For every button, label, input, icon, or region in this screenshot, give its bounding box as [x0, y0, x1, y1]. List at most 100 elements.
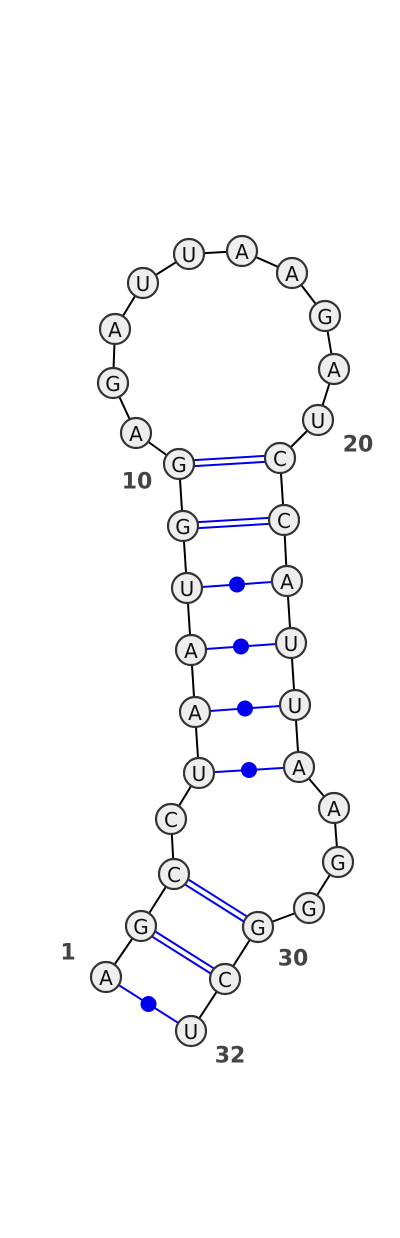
pair-line [197, 516, 269, 524]
nucleotide: C [157, 857, 191, 891]
nucleotide-circle [241, 910, 275, 944]
position-number: 10 [122, 470, 153, 495]
nucleotide-letter: G [175, 515, 191, 539]
pair-line [184, 883, 245, 923]
nucleotide: A [275, 256, 309, 290]
nucleotide-circle [263, 441, 297, 475]
gu-pair-dot [241, 762, 257, 778]
nucleotide: G [124, 909, 158, 943]
nucleotide: G [166, 509, 200, 543]
nucleotide-letter: G [317, 305, 333, 329]
nucleotide-letter: G [105, 372, 121, 396]
pair-line [154, 930, 215, 970]
nucleotide-circle [317, 791, 351, 825]
nucleotide-circle [292, 891, 326, 925]
nucleotide: U [278, 688, 312, 722]
nucleotide: A [225, 234, 259, 268]
pair-line [187, 878, 248, 918]
gu-pair-dot [233, 638, 249, 655]
nucleotide-circle [308, 299, 342, 333]
position-number: 30 [278, 947, 309, 972]
nucleotide-letter: A [129, 422, 143, 446]
nucleotide-circle [274, 626, 308, 660]
nucleotide-letter: A [99, 966, 113, 990]
nucleotide: G [292, 891, 326, 925]
nucleotide-circle [172, 237, 206, 271]
nucleotide-letter: A [327, 358, 341, 382]
position-number: 32 [215, 1044, 246, 1069]
gu-pair-dot [229, 576, 245, 593]
nucleotide: A [317, 352, 351, 386]
nucleotide: G [308, 299, 342, 333]
nucleotide-circle [275, 256, 309, 290]
nucleotide-letter: U [192, 762, 207, 786]
nucleotide: A [317, 791, 351, 825]
nucleotide-circle [270, 564, 304, 598]
nucleotide: A [178, 695, 212, 729]
nucleotide-letter: G [171, 453, 187, 477]
nucleotide-letter: C [277, 509, 291, 533]
nucleotide-letter: U [136, 272, 151, 296]
base-pairs [118, 454, 285, 1024]
nucleotide-letter: A [327, 797, 341, 821]
nucleotide-letter: A [285, 262, 299, 286]
nucleotide-letter: U [180, 577, 195, 601]
nucleotide-letter: G [133, 915, 149, 939]
nucleotide: C [267, 503, 301, 537]
nucleotide-letter: U [184, 1020, 199, 1044]
nucleotide-circle [98, 312, 132, 346]
nucleotide-letter: U [288, 694, 303, 718]
nucleotide-letter: A [188, 701, 202, 725]
gu-pair-dot [237, 700, 253, 717]
nucleotide-circle [162, 447, 196, 481]
nucleotide-circle [208, 962, 242, 996]
nucleotide-letter: G [330, 851, 346, 875]
nucleotide: A [89, 960, 123, 994]
nucleotide: A [98, 312, 132, 346]
nucleotide-circle [178, 695, 212, 729]
nucleotide-circle [124, 909, 158, 943]
pair-line [193, 454, 265, 462]
nucleotide: U [172, 237, 206, 271]
nucleotide-letter: G [301, 897, 317, 921]
nucleotide-letter: C [218, 968, 232, 992]
nucleotide-circle [282, 750, 316, 784]
nucleotide-letter: U [284, 632, 299, 656]
nucleotide-letter: U [311, 409, 326, 433]
nucleotide-circle [267, 503, 301, 537]
pair-line [194, 460, 266, 468]
nucleotide: U [182, 756, 216, 790]
nucleotide-letter: C [167, 863, 181, 887]
nucleotide-circle [225, 234, 259, 268]
nucleotide: A [282, 750, 316, 784]
position-number: 1 [60, 941, 75, 966]
nucleotide-letter: A [292, 756, 306, 780]
nucleotide: C [208, 962, 242, 996]
nucleotide-letter: A [235, 240, 249, 264]
nucleotide: G [321, 845, 355, 879]
nucleotide-letter: A [184, 639, 198, 663]
nucleotide-circle [154, 802, 188, 836]
nucleotide-circle [182, 756, 216, 790]
nucleotide-letter: C [164, 808, 178, 832]
nucleotide: C [154, 802, 188, 836]
nucleotide: A [119, 416, 153, 450]
nucleotide: U [274, 626, 308, 660]
nucleotide: G [162, 447, 196, 481]
nucleotide-circle [126, 266, 160, 300]
nucleotide-circle [321, 845, 355, 879]
nucleotide: G [241, 910, 275, 944]
nucleotide-circle [119, 416, 153, 450]
nucleotide-circle [278, 688, 312, 722]
nucleotide-letter: A [108, 318, 122, 342]
nucleotide: A [174, 633, 208, 667]
nucleotide-circle [170, 571, 204, 605]
nucleotide-circle [301, 403, 335, 437]
nucleotide-circle [89, 960, 123, 994]
nucleotide-circle [174, 633, 208, 667]
pair-line [151, 935, 212, 975]
pair-line [198, 522, 270, 530]
